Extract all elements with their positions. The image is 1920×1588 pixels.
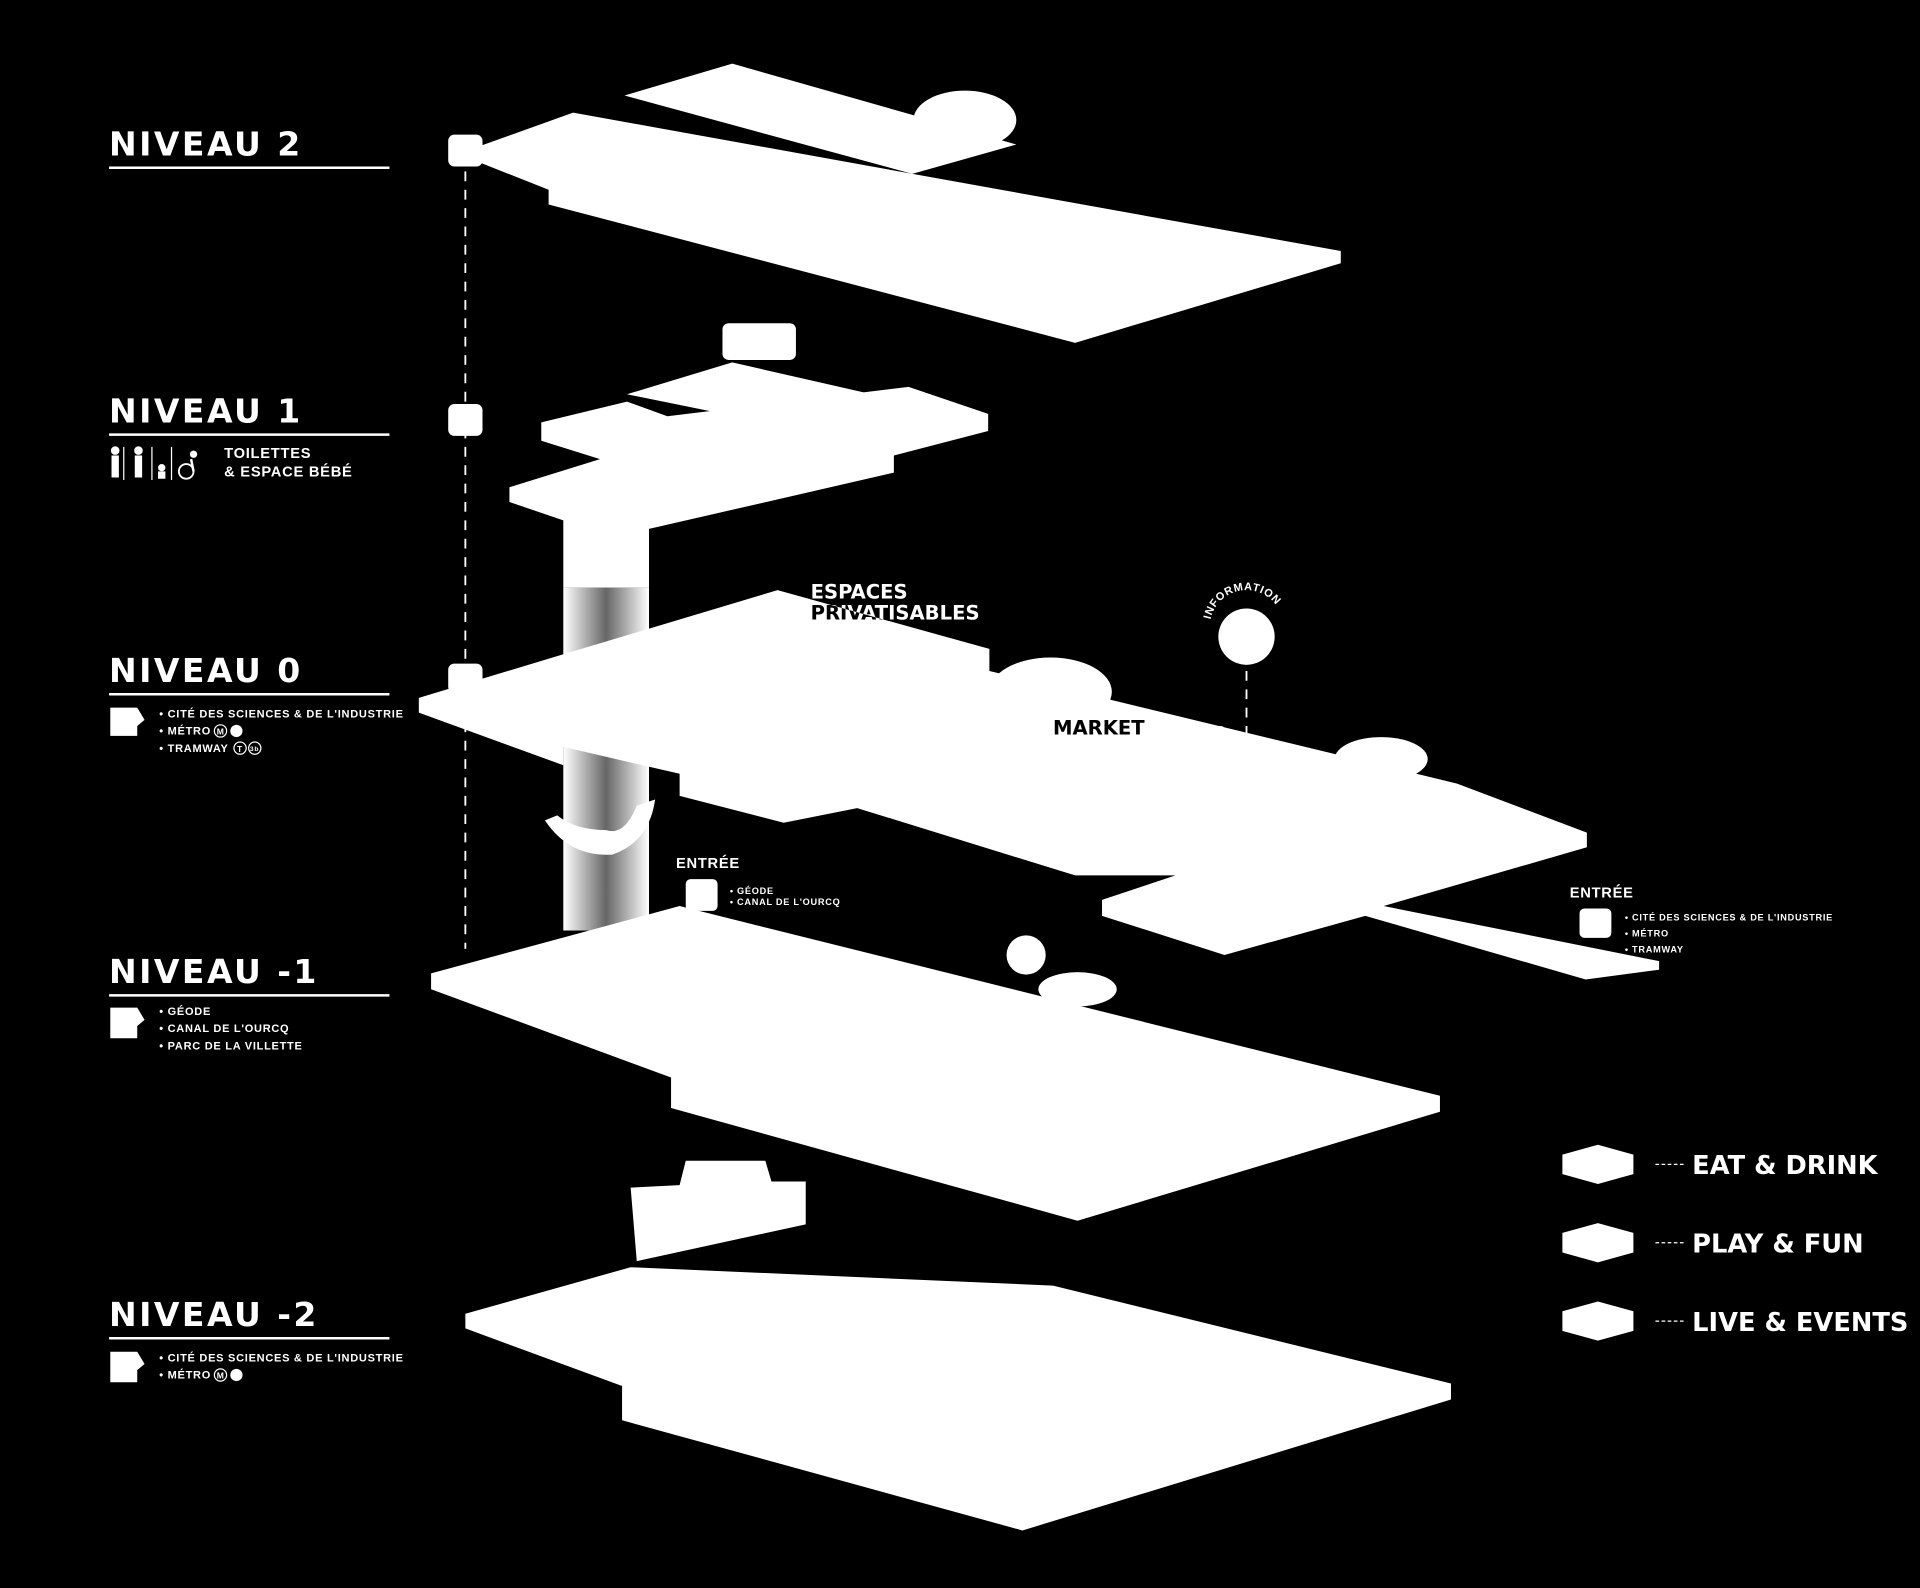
level-title: NIVEAU -1 (109, 952, 319, 991)
exit-item: • CANAL DE L'OURCQ (159, 1023, 289, 1035)
floor-niveau-2[interactable] (477, 63, 1341, 343)
level-label-niveau-1[interactable]: NIVEAU 1 TOILETTES & ESPACE BÉBÉ (109, 391, 390, 480)
level-label-niveau-m1[interactable]: NIVEAU -1 • GÉODE • CANAL DE L'OURCQ • P… (109, 952, 390, 1052)
level-title: NIVEAU 0 (109, 651, 303, 690)
facilities-label: TOILETTES (224, 446, 311, 462)
svg-text:M: M (217, 727, 225, 737)
entree-item: • MÉTRO (1625, 929, 1669, 939)
wheelchair-icon (177, 450, 198, 480)
metro-line-icon (230, 1368, 243, 1382)
entree-item: • CITÉ DES SCIENCES & DE L'INDUSTRIE (1625, 913, 1833, 923)
tram-icon (233, 741, 247, 755)
metro-line-icon (230, 724, 243, 738)
label-espaces: ESPACES (811, 581, 908, 604)
floor-niveau-0[interactable] (418, 590, 1660, 980)
exit-item: • MÉTRO (159, 1369, 211, 1382)
exit-item: • CITÉ DES SCIENCES & DE L'INDUSTRIE (159, 1351, 403, 1364)
exit-item: • MÉTRO (159, 725, 211, 738)
play-figure (544, 799, 656, 855)
toilets-icons (110, 446, 198, 480)
floor-niveau-m2[interactable] (465, 1160, 1451, 1531)
entree-title: ENTRÉE (1570, 884, 1634, 901)
level-title: NIVEAU -2 (109, 1295, 319, 1334)
legend-label: LIVE & EVENTS (1692, 1308, 1908, 1338)
level-marker-2 (448, 134, 483, 167)
entree-cite: ENTRÉE • CITÉ DES SCIENCES & DE L'INDUST… (1570, 884, 1833, 954)
entree-geode: ENTRÉE • GÉODE • CANAL DE L'OURCQ (676, 855, 841, 907)
label-privatisables: PRIVATISABLES (811, 602, 980, 625)
information-point[interactable] (1218, 608, 1275, 665)
entree-item: • CANAL DE L'OURCQ (730, 897, 841, 907)
legend-play-fun[interactable]: PLAY & FUN (1562, 1223, 1864, 1263)
level-title: NIVEAU 2 (109, 124, 303, 163)
svg-text:T: T (237, 744, 243, 754)
legend-label: EAT & DRINK (1692, 1151, 1879, 1181)
baby-icon (158, 464, 166, 472)
metro-icon (213, 724, 228, 738)
exit-item: • TRAMWAY (159, 743, 228, 755)
hexagon-icon (1562, 1223, 1634, 1263)
exit-icon (110, 1351, 145, 1383)
entree-title: ENTRÉE (676, 855, 740, 872)
exit-item: • CITÉ DES SCIENCES & DE L'INDUSTRIE (159, 707, 403, 720)
men-toilet-icon (110, 446, 120, 455)
exit-icon (110, 707, 145, 736)
label-market: MARKET (1053, 717, 1145, 740)
tram-line-icon (248, 741, 262, 755)
level-label-niveau-m2[interactable]: NIVEAU -2 • CITÉ DES SCIENCES & DE L'IND… (109, 1295, 404, 1383)
level-title: NIVEAU 1 (109, 391, 303, 430)
exit-item: • PARC DE LA VILLETTE (159, 1040, 302, 1052)
hexagon-icon (1562, 1301, 1634, 1341)
exit-item: • GÉODE (159, 1005, 211, 1018)
entree-item: • TRAMWAY (1625, 945, 1684, 955)
entree-item: • GÉODE (730, 886, 774, 896)
level-marker-1 (448, 404, 483, 436)
metro-icon (213, 1368, 228, 1382)
hexagon-icon (1562, 1144, 1634, 1184)
legend-label: PLAY & FUN (1692, 1230, 1864, 1260)
svg-text:M: M (217, 1371, 225, 1381)
level-label-niveau-2[interactable]: NIVEAU 2 (109, 124, 390, 169)
level-label-niveau-0[interactable]: NIVEAU 0 • CITÉ DES SCIENCES & DE L'INDU… (109, 651, 404, 755)
legend-eat-drink[interactable]: EAT & DRINK (1562, 1144, 1879, 1184)
women-toilet-icon (134, 446, 143, 455)
legend-live-events[interactable]: LIVE & EVENTS (1562, 1301, 1908, 1341)
facilities-label: & ESPACE BÉBÉ (224, 463, 352, 480)
floor-niveau-m1[interactable] (431, 879, 1612, 1221)
exit-icon (110, 1007, 145, 1039)
svg-text:3b: 3b (250, 746, 259, 753)
